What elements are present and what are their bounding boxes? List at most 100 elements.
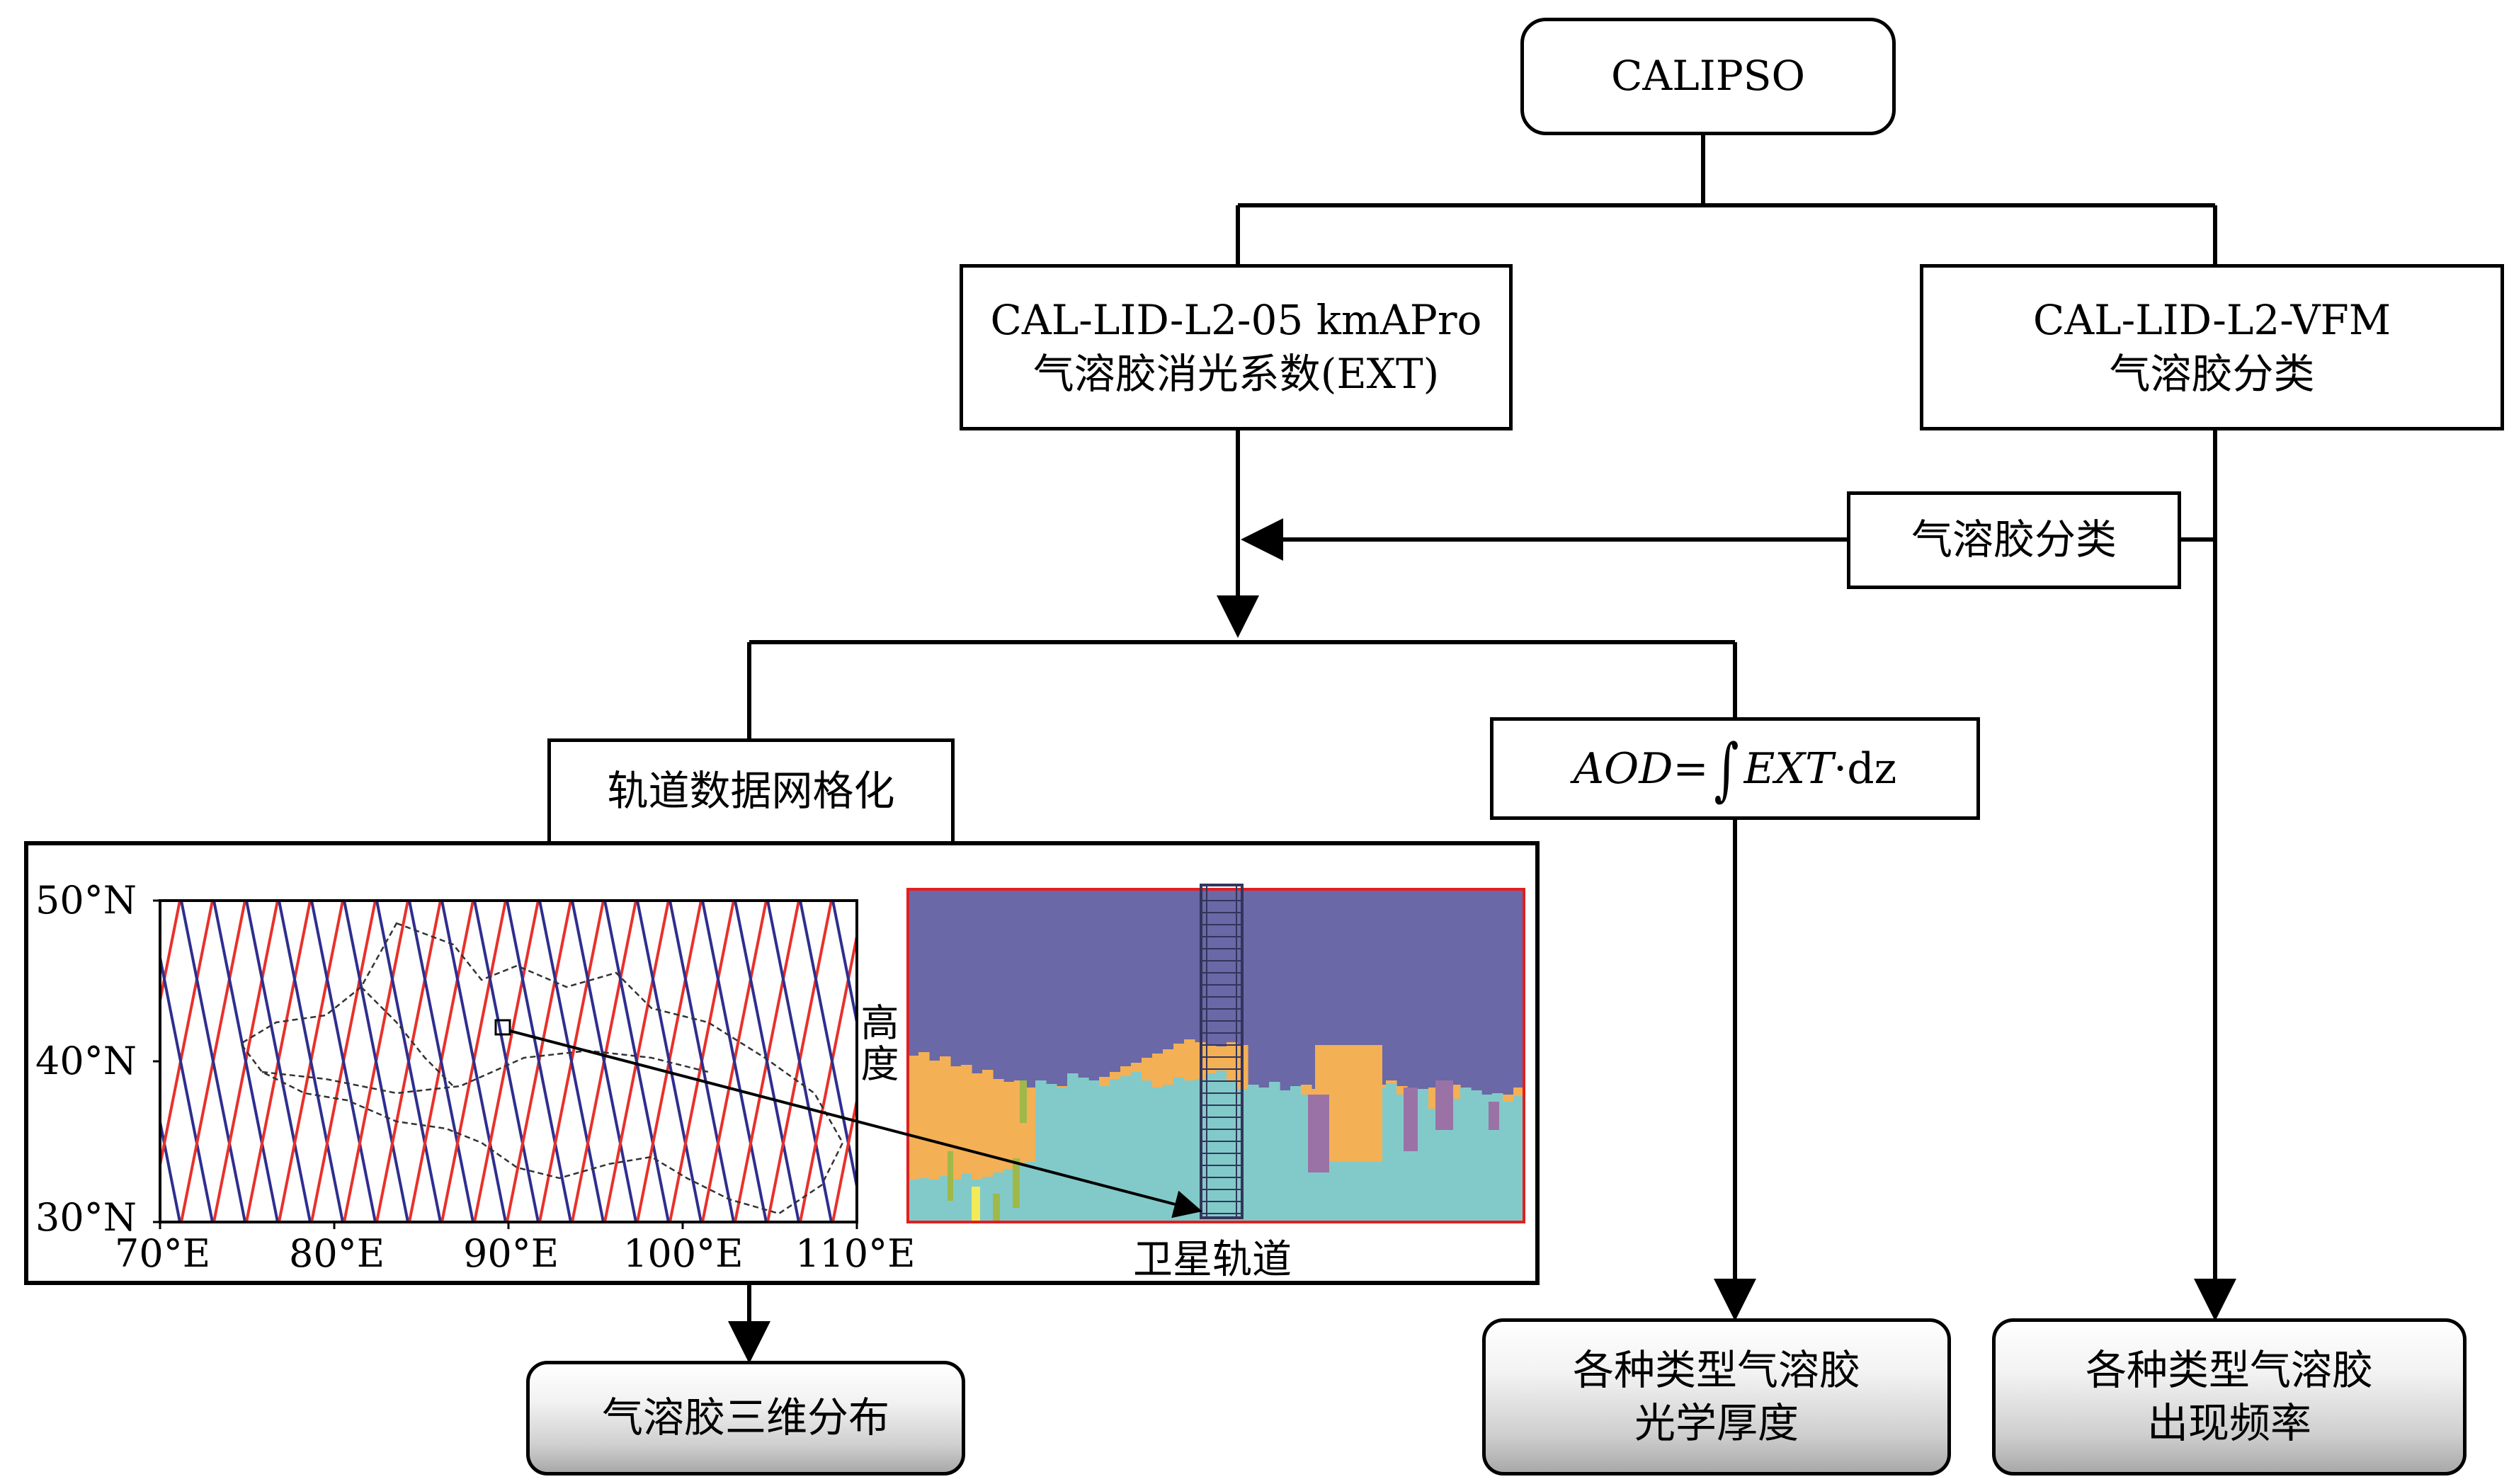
out-frequency: 各种类型气溶胶 出现频率 (1992, 1318, 2467, 1476)
orbit-track (440, 901, 507, 1222)
orbit-track (766, 901, 833, 1222)
profile-frame (906, 888, 1525, 1223)
grid-node: 轨道数据网格化 (547, 738, 955, 845)
boundary-inner-2 (360, 986, 454, 1087)
aerosol-layer-polluted (948, 1151, 953, 1201)
orbit-track (245, 901, 312, 1222)
orbit-track (734, 901, 800, 1222)
aerosol-layer-marine (1142, 1080, 1153, 1222)
orbit-track (669, 901, 735, 1222)
lat-tick-40: 40°N (35, 1039, 137, 1083)
aerosol-layer-polluted (993, 1194, 1000, 1222)
aerosol-layer-continental (972, 1187, 980, 1222)
vfm-line1: CAL-LID-L2-VFM (2032, 296, 2391, 345)
aerosol-layer-marine (1439, 1103, 1450, 1222)
vertical-profile-plot (908, 889, 1525, 1222)
aerosol-layer-marine (1163, 1085, 1174, 1222)
aerosol-layer-marine (1120, 1076, 1132, 1222)
orbit-map (153, 884, 1525, 1229)
aerosol-layer-marine (1046, 1084, 1057, 1222)
classify-node: 气溶胶分类 (1847, 491, 2181, 589)
aerosol-layer-marine (1173, 1078, 1185, 1222)
orbit-track (160, 950, 214, 1222)
orbit-track (160, 901, 181, 1008)
aerosol-layer-marine (1184, 1080, 1195, 1222)
aerosol-layer-marine (1131, 1072, 1142, 1222)
orbit-track (343, 901, 409, 1222)
aod-formula-node: AOD = ∫ EXT · dz (1490, 717, 1980, 820)
aerosol-layer-marine (1248, 1085, 1259, 1222)
aerosol-layer-marine (1386, 1083, 1397, 1222)
out-freq-line1: 各种类型气溶胶 (2085, 1345, 2373, 1394)
lat-tick-30: 30°N (35, 1195, 137, 1240)
lon-tick-110: 110°E (795, 1231, 916, 1276)
aerosol-layer-marine (1099, 1086, 1110, 1222)
aerosol-layer-marine (1088, 1080, 1100, 1222)
aerosol-layer-marine (929, 1180, 940, 1222)
calipso-label: CALIPSO (1611, 52, 1805, 101)
aerosol-layer-marine (1078, 1078, 1089, 1222)
aerosol-layer-marine (908, 1180, 919, 1222)
lat-tick-50: 50°N (35, 878, 137, 923)
apro-line2: 气溶胶消光系数(EXT) (1032, 349, 1440, 398)
aerosol-layer-marine (961, 1174, 972, 1222)
lon-tick-80: 80°E (289, 1231, 385, 1276)
aerosol-layer-smoke (1435, 1080, 1453, 1130)
map-frame (159, 899, 858, 1223)
lon-tick-70: 70°E (115, 1231, 211, 1276)
boundary-outline (239, 922, 844, 1215)
aerosol-layer-marine (1269, 1082, 1280, 1222)
aerosol-layer-marine (1471, 1090, 1482, 1222)
aerosol-layer-marine (1216, 1071, 1227, 1222)
aerosol-layer-dust (1315, 1045, 1382, 1070)
satellite-track-column (1200, 884, 1244, 1219)
aerosol-layer-marine (1035, 1080, 1047, 1222)
aerosol-layer-marine (982, 1177, 994, 1222)
orbit-track (506, 901, 572, 1222)
aerosol-layer-marine (1418, 1089, 1429, 1222)
aerosol-layer-marine (1152, 1088, 1164, 1222)
aerosol-layer-smoke (1404, 1088, 1418, 1151)
aod-rhs: EXT (1743, 743, 1834, 794)
classify-label: 气溶胶分类 (1911, 515, 2117, 564)
aod-integral: ∫ (1714, 729, 1739, 809)
out-3d-label: 气溶胶三维分布 (601, 1393, 889, 1442)
apro-line1: CAL-LID-L2-05 kmAPro (990, 296, 1482, 345)
aerosol-layer-marine (1503, 1102, 1514, 1222)
aerosol-layer-marine (1067, 1073, 1079, 1222)
aerosol-layer-marine (1513, 1096, 1525, 1222)
orbit-track (212, 901, 279, 1222)
out-aod-line2: 光学厚度 (1634, 1399, 1799, 1447)
boundary-inner (261, 1049, 709, 1095)
selection-box (494, 1019, 511, 1036)
aerosol-layer-marine (1025, 1162, 1036, 1222)
aerosol-layer-marine (1290, 1086, 1302, 1222)
out-3d-distribution: 气溶胶三维分布 (526, 1361, 965, 1476)
orbit-track (278, 901, 344, 1222)
vfm-line2: 气溶胶分类 (2109, 349, 2315, 398)
aerosol-layer-marine (1280, 1090, 1291, 1222)
orbit-track (180, 901, 246, 1222)
orbit-track (799, 901, 857, 1194)
orbit-track (571, 901, 637, 1222)
orbit-track (701, 901, 768, 1222)
lon-tick-90: 90°E (463, 1231, 559, 1276)
lon-tick-100: 100°E (623, 1231, 744, 1276)
orbit-track (831, 901, 857, 1029)
orbit-track (473, 901, 540, 1222)
aerosol-layer-marine (1428, 1109, 1440, 1222)
map-profile-panel: 50°N 40°N 30°N 70°E 80°E 90°E 100°E 110°… (24, 841, 1540, 1285)
apro-node: CAL-LID-L2-05 kmAPro 气溶胶消光系数(EXT) (960, 264, 1513, 430)
orbit-track (375, 901, 442, 1222)
aerosol-layer-marine (1205, 1073, 1217, 1222)
out-aod-line1: 各种类型气溶胶 (1572, 1345, 1860, 1394)
out-freq-line2: 出现频率 (2146, 1399, 2311, 1447)
profile-ylabel: 高度 (854, 1003, 899, 1085)
aerosol-layer-smoke (1489, 1102, 1499, 1130)
zoom-arrow (509, 1029, 1202, 1218)
aod-eq: = (1673, 743, 1709, 794)
aerosol-layer-marine (918, 1178, 930, 1222)
vfm-node: CAL-LID-L2-VFM 气溶胶分类 (1920, 264, 2504, 430)
orbit-track (831, 1093, 857, 1222)
